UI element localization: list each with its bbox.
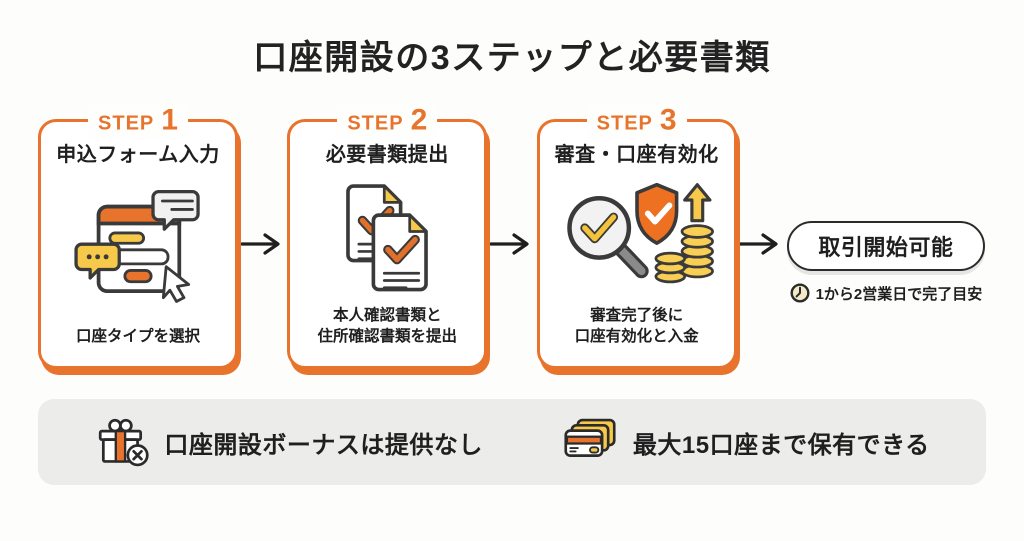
step-3-label-number: 3 [659,103,677,137]
multiple-cards-icon [564,418,616,457]
gift-crossed-icon [99,418,150,467]
step-1-label: STEP 1 [88,103,188,138]
result-group: 取引開始可能 1から2営業日で完了目安 [786,220,986,304]
flow-arrow-icon [738,233,778,255]
step-3-title: 審査・口座有効化 [554,144,719,166]
step-card-2: STEP 2 必要書類提出 [287,103,488,369]
step-3-caption: 審査完了後に 口座有効化と入金 [574,306,699,346]
footer-item-max-accounts: 最大15口座まで保有できる [561,417,930,467]
step-1-label-number: 1 [161,103,178,137]
step-3-label-word: STEP [596,112,653,135]
footer-no-bonus-text: 口座開設ボーナスは提供なし [164,431,483,459]
step-card-3: STEP 3 審査・口座有効化 [536,103,737,369]
completion-time-text: 1から2営業日で完了目安 [815,285,983,303]
step-2-caption: 本人確認書類と 住所確認書類を提出 [317,306,458,346]
footer-item-no-bonus: 口座開設ボーナスは提供なし [94,416,483,468]
step-2-label-word: STEP [347,112,404,135]
page-title: 口座開設の3ステップと必要書類 [253,39,771,77]
completion-time-note: 1から2営業日で完了目安 [790,283,983,304]
step-2-label-number: 2 [410,103,428,137]
footer-max-accounts-text: 最大15口座まで保有できる [632,431,930,459]
step-1-label-word: STEP [98,112,155,135]
documents-check-icon [346,184,429,292]
step-3-label: STEP 3 [586,103,687,138]
flow-arrow-icon [489,233,529,255]
step-1-title: 申込フォーム入力 [56,144,220,166]
footer-notes-bar: 口座開設ボーナスは提供なし 最大15口座まで保有できる [38,399,986,485]
step-1-caption: 口座タイプを選択 [75,328,200,346]
clock-icon [790,283,810,303]
step-card-1: STEP 1 申込フォーム入力 口座タイプを選択 [38,103,238,369]
review-activation-icon [566,182,714,284]
flow-arrow-icon [240,233,280,255]
trade-start-badge: 取引開始可能 [786,220,985,271]
step-2-title: 必要書類提出 [325,144,449,166]
steps-flow: STEP 1 申込フォーム入力 口座タイプを選択 [0,103,1024,369]
application-form-icon [74,189,200,303]
step-2-label: STEP 2 [337,103,438,138]
